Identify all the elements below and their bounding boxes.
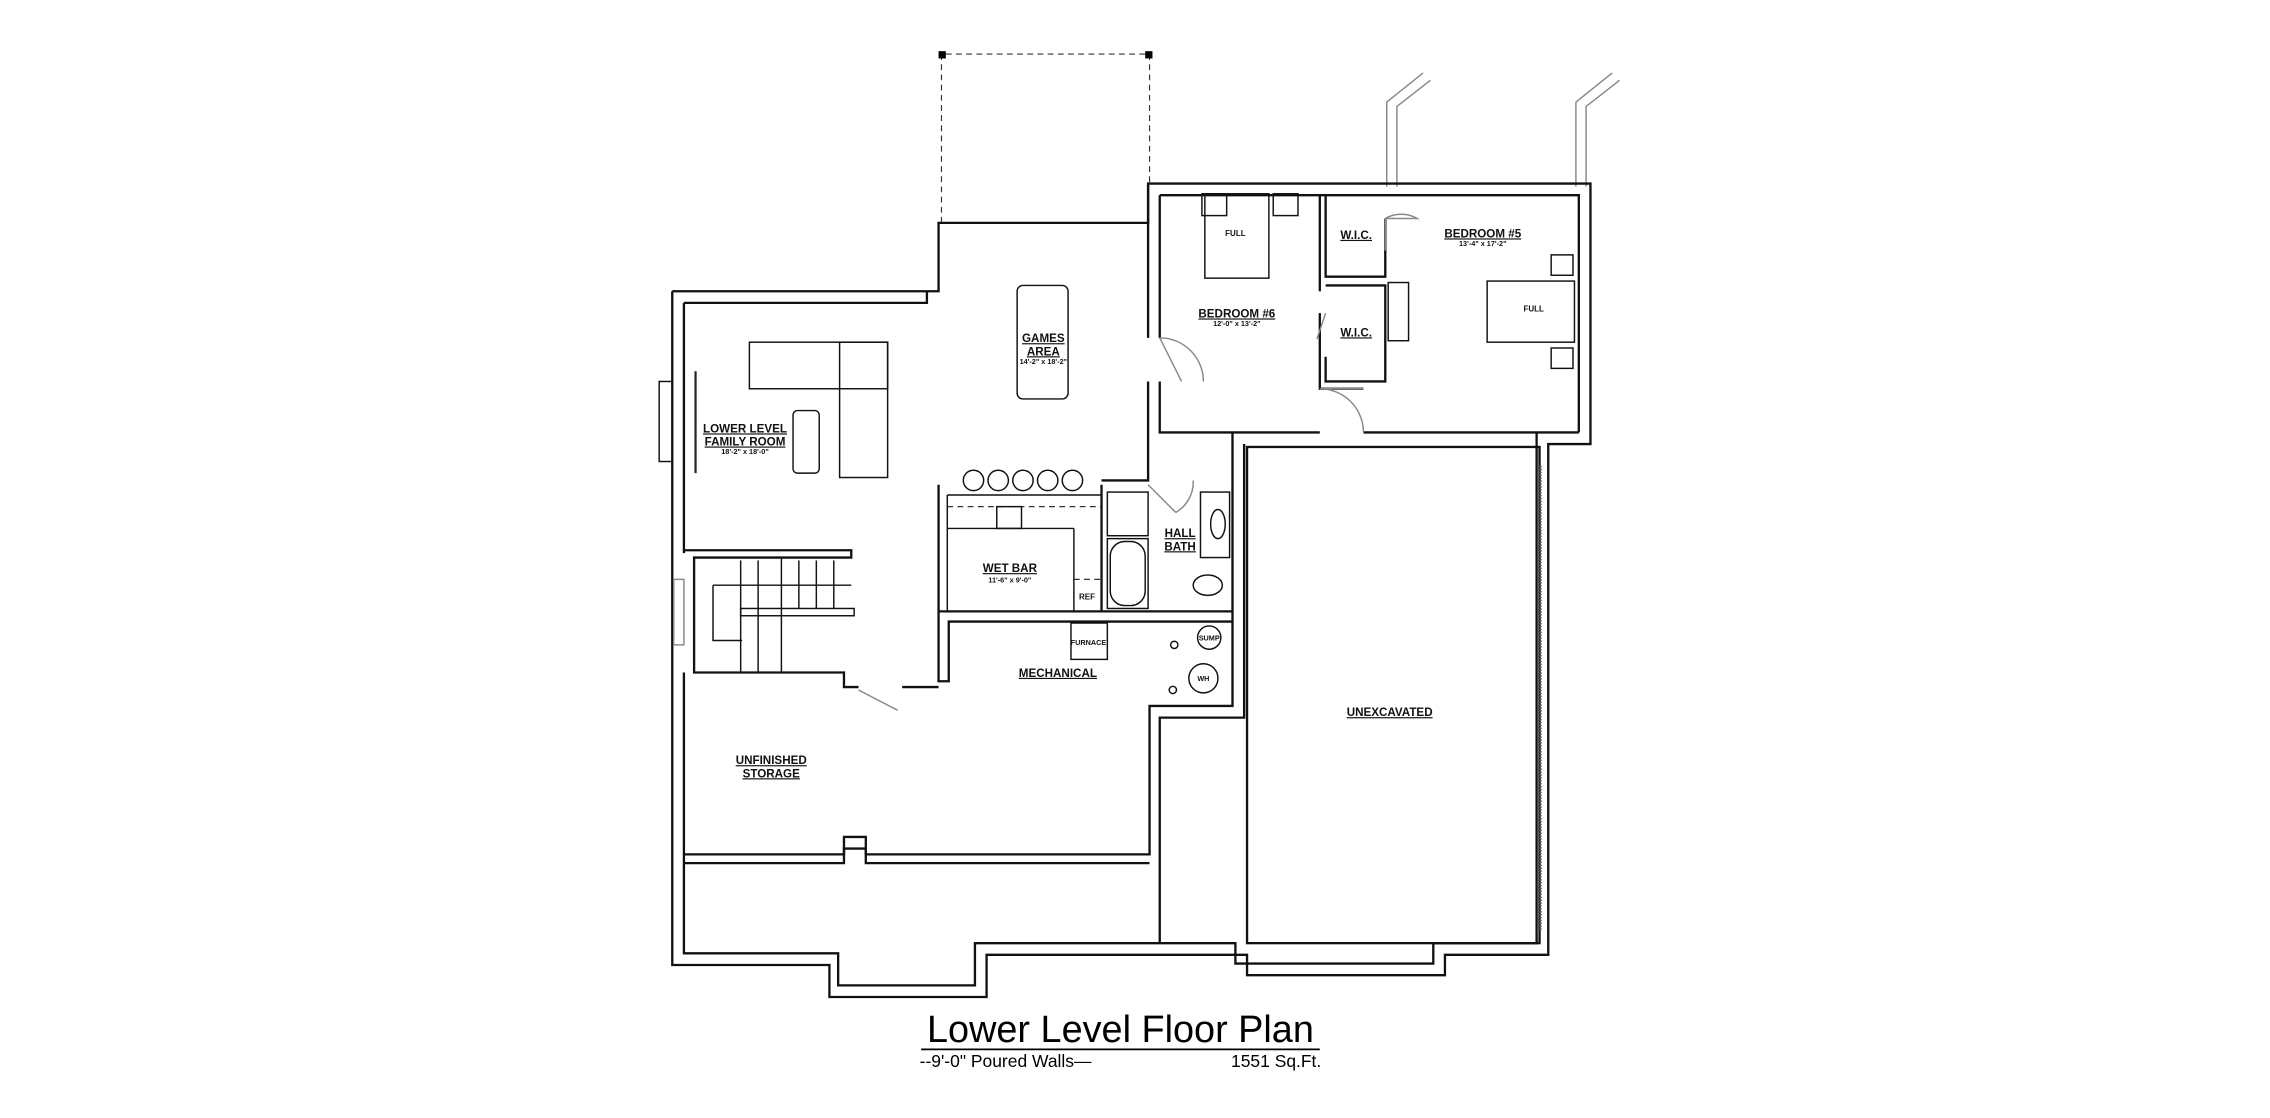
- plan-title: Lower Level Floor Plan: [927, 1009, 1314, 1051]
- room-hall-bath: HALL BATH: [1164, 527, 1195, 553]
- bed-label: FULL: [1523, 305, 1544, 314]
- window-wells: [1386, 72, 1621, 187]
- room-name: UNFINISHED: [736, 754, 807, 767]
- room-dims: 14'-2" x 18'-2": [1020, 357, 1068, 366]
- interior-walls: [683, 183, 1579, 945]
- water-heater-label: WH: [1197, 674, 1209, 683]
- furnace-label: FURNACE: [1071, 638, 1107, 647]
- room-wic-1: W.I.C.: [1340, 229, 1372, 242]
- room-name: BATH: [1164, 540, 1195, 553]
- room-name: STORAGE: [743, 767, 801, 780]
- room-name: BEDROOM #5: [1444, 227, 1521, 240]
- room-dims: 18'-2" x 18'-0": [721, 447, 769, 456]
- room-name: HALL: [1165, 527, 1196, 540]
- room-family-room: LOWER LEVEL FAMILY ROOM 18'-2" x 18'-0": [703, 422, 787, 456]
- wall-note: --9'-0" Poured Walls—: [920, 1051, 1092, 1071]
- room-mechanical: MECHANICAL FURNACE SUMP WH: [1019, 633, 1220, 683]
- room-name: LOWER LEVEL: [703, 422, 787, 435]
- sump-label: SUMP: [1199, 633, 1220, 642]
- porch-outline: [938, 51, 1153, 223]
- room-name: AREA: [1027, 345, 1061, 358]
- ref-label: REF: [1079, 593, 1095, 602]
- room-wet-bar: WET BAR 11'-6" x 9'-0" REF: [983, 562, 1095, 602]
- room-bedroom-5: BEDROOM #5 13'-4" x 17'-2" FULL: [1444, 227, 1544, 313]
- room-name: GAMES: [1022, 332, 1065, 345]
- square-footage: 1551 Sq.Ft.: [1231, 1051, 1321, 1071]
- room-dims: 13'-4" x 17'-2": [1459, 239, 1507, 248]
- room-unexcavated: UNEXCAVATED: [1347, 706, 1433, 719]
- room-wic-2: W.I.C.: [1340, 326, 1372, 339]
- room-bedroom-6: BEDROOM #6 12'-0" x 13'-2" FULL: [1198, 229, 1275, 328]
- room-name: MECHANICAL: [1019, 667, 1097, 680]
- door-swings: [859, 213, 1421, 710]
- room-name: WET BAR: [983, 562, 1038, 575]
- room-name: BEDROOM #6: [1198, 307, 1275, 320]
- room-games-area: GAMES AREA 14'-2" x 18'-2": [1020, 332, 1068, 366]
- room-name: FAMILY ROOM: [705, 436, 786, 449]
- room-unfinished-storage: UNFINISHED STORAGE: [736, 754, 807, 780]
- room-dims: 12'-0" x 13'-2": [1213, 319, 1261, 328]
- title-block: Lower Level Floor Plan --9'-0" Poured Wa…: [920, 1009, 1322, 1071]
- furniture: [694, 193, 1576, 695]
- room-dims: 11'-6" x 9'-0": [988, 575, 1031, 584]
- bed-label: FULL: [1225, 229, 1246, 238]
- stairs: [712, 557, 855, 673]
